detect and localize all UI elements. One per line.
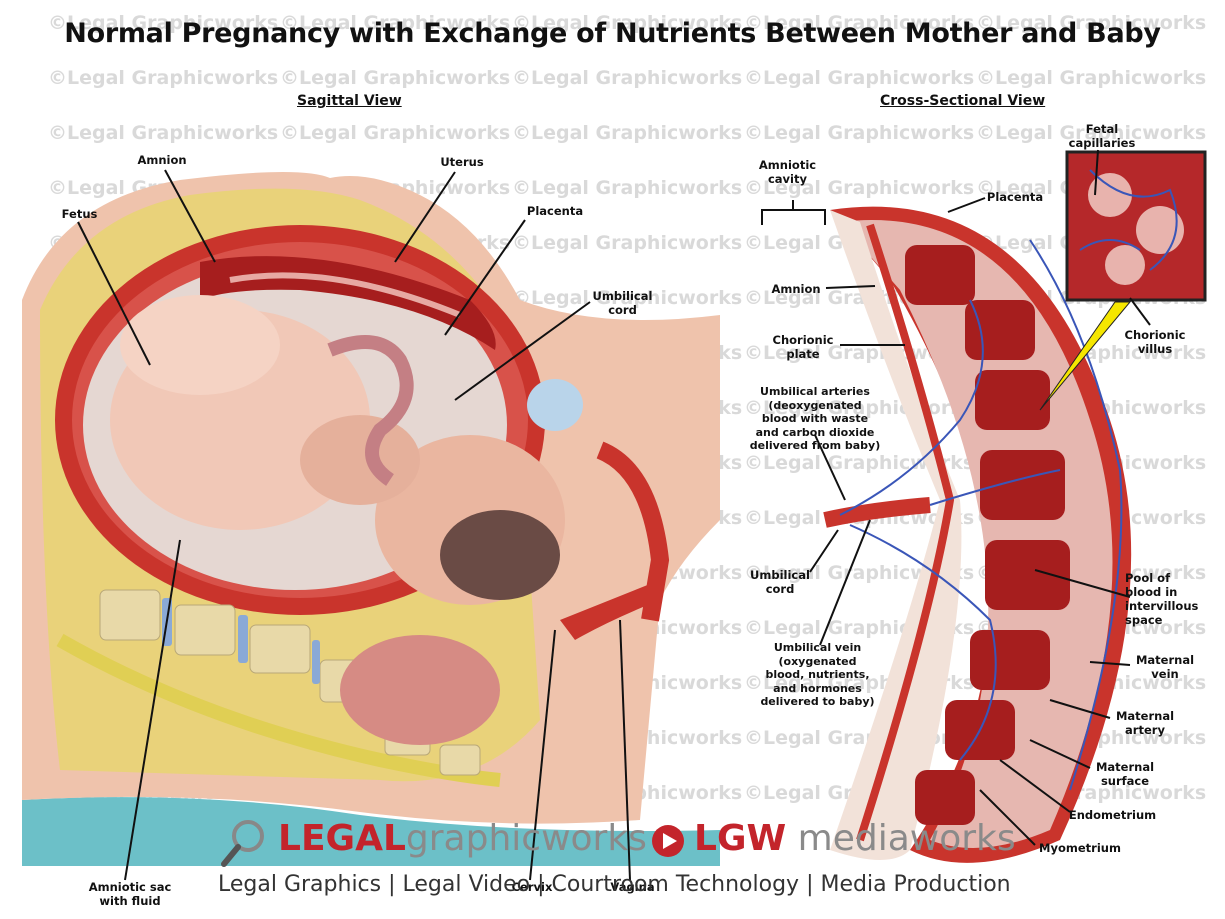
label-maternal-surface: Maternal surface: [1095, 760, 1155, 788]
sagittal-view-title: Sagittal View: [297, 93, 402, 109]
umbilical-cord-cross: [823, 497, 931, 528]
cross-sectional-view-title: Cross-Sectional View: [880, 93, 1046, 109]
brand-legal-graphicworks: LEGALgraphicworks: [278, 818, 647, 859]
cross-leader-lines: [761, 149, 1151, 846]
label-vagina: Vagina: [610, 880, 655, 894]
label-amnion-sagittal: Amnion: [137, 153, 187, 167]
vertebrae: [99, 589, 481, 776]
brand-mediaworks: mediaworks: [797, 818, 1016, 859]
label-myometrium: Myometrium: [1039, 841, 1121, 855]
placenta: [200, 256, 496, 350]
label-uterus: Uterus: [440, 155, 484, 169]
label-umbilical-vein: Umbilical vein (oxygenated blood, nutrie…: [760, 641, 875, 708]
label-fetal-capillaries: Fetal capillaries: [1068, 122, 1136, 150]
label-amniotic-sac: Amniotic sac with fluid: [88, 880, 172, 908]
label-pool-of-blood: Pool of blood in intervillous space: [1125, 571, 1199, 627]
inset-callout: [1039, 301, 1132, 411]
blood-pools: [905, 245, 1070, 825]
brand-tagline: Legal Graphics | Legal Video | Courtroom…: [218, 872, 1011, 897]
label-umbilical-arteries: Umbilical arteries (deoxygenated blood w…: [749, 385, 881, 452]
brand-graphicworks: graphicworks: [405, 818, 647, 859]
brand-lgw-mediaworks: LGW mediaworks: [694, 818, 1016, 859]
label-fetus: Fetus: [61, 207, 98, 221]
label-maternal-artery: Maternal artery: [1115, 709, 1175, 737]
sagittal-illustration: [22, 169, 720, 881]
label-umbilical-cord-cross: Umbilical cord: [750, 568, 810, 596]
label-amnion-cross: Amnion: [771, 282, 821, 296]
brand-lgw: LGW: [694, 818, 787, 859]
brand-legal: LEGAL: [278, 818, 406, 859]
chorionic-plate: [830, 210, 962, 860]
label-umbilical-cord-sagittal: Umbilical cord: [592, 289, 653, 317]
cervix-vagina: [560, 580, 660, 640]
label-chorionic-plate: Chorionic plate: [772, 333, 834, 361]
intestines: [340, 635, 500, 745]
label-chorionic-villus: Chorionic villus: [1124, 328, 1186, 356]
bladder: [527, 379, 583, 431]
label-placenta-cross: Placenta: [986, 190, 1044, 204]
label-endometrium: Endometrium: [1068, 808, 1157, 822]
sagittal-leader-lines: [77, 169, 631, 881]
cross-sectional-illustration: [761, 149, 1207, 863]
label-maternal-vein: Maternal vein: [1135, 653, 1195, 681]
magnifier-icon: [221, 820, 264, 867]
exam-table: [22, 797, 720, 866]
label-cervix: Cervix: [511, 880, 553, 894]
page-title: Normal Pregnancy with Exchange of Nutrie…: [64, 18, 1161, 49]
label-placenta-sagittal: Placenta: [526, 204, 584, 218]
blood-vessels: [839, 239, 1123, 791]
umbilical-cord: [327, 335, 414, 486]
play-icon: [652, 825, 684, 857]
label-amniotic-cavity: Amniotic cavity: [758, 158, 817, 186]
